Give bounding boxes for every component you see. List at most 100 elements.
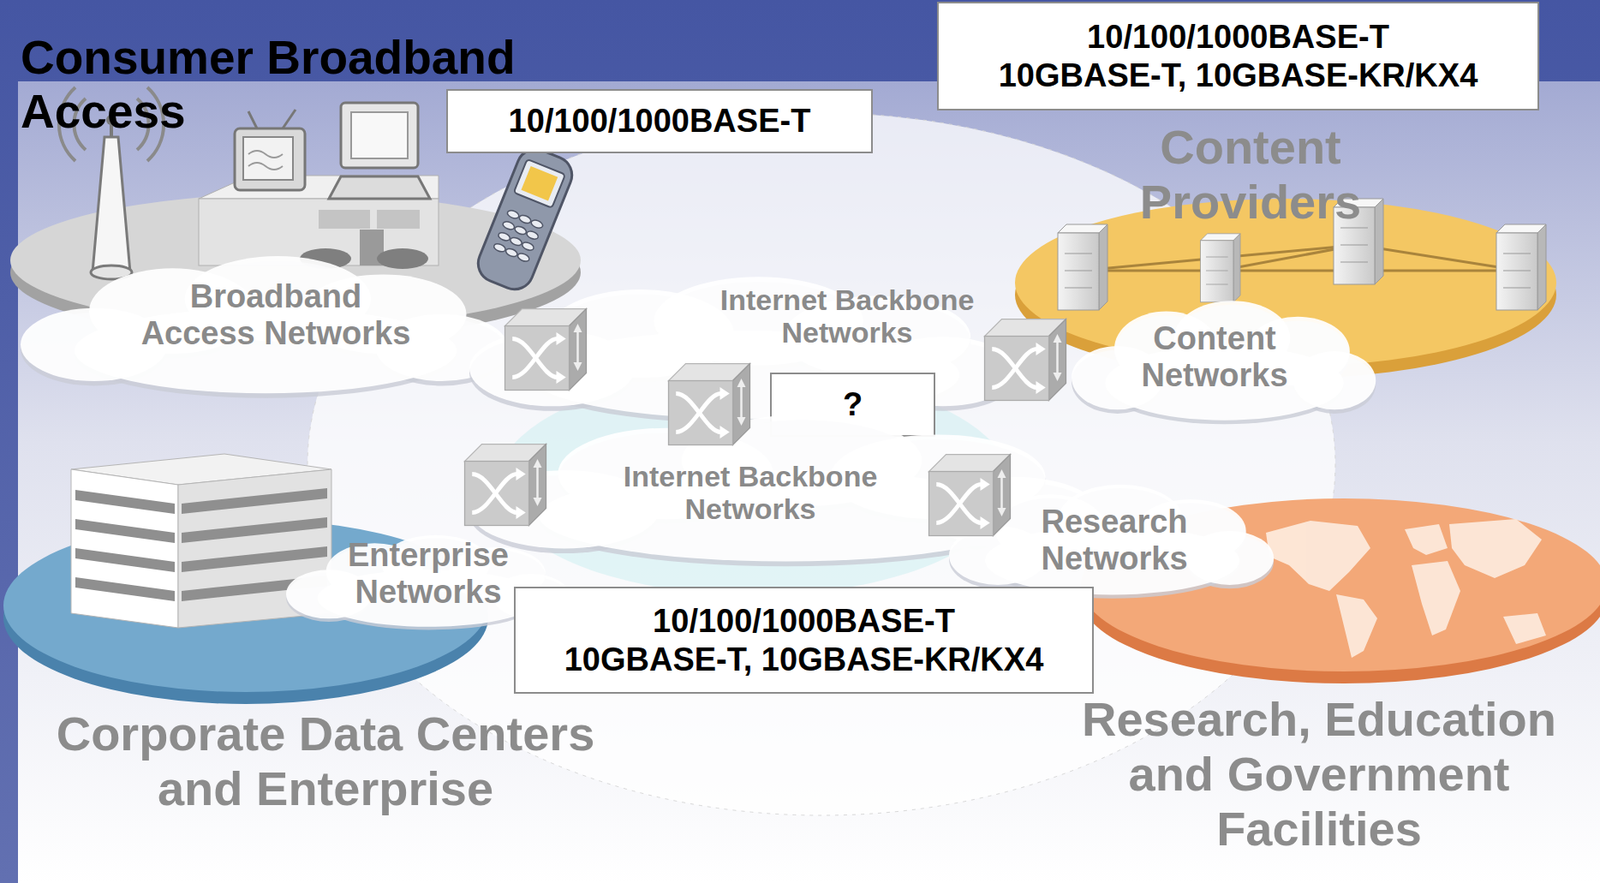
server-towers <box>1496 224 1547 311</box>
server-towers <box>1374 198 1384 285</box>
tv-icon <box>282 109 296 129</box>
network-label: Enterprise Networks <box>334 537 523 610</box>
spec-label: 10/100/1000BASE-T <box>1086 17 1390 57</box>
spec-callout-box: 10/100/1000BASE-T <box>446 89 873 154</box>
cloud-text-group: Internet Backbone Networks <box>617 459 884 526</box>
server-towers <box>1233 233 1241 303</box>
cloud-shape <box>20 260 508 398</box>
server-towers <box>1503 270 1531 272</box>
server-towers <box>1205 284 1229 286</box>
network-label: Internet Backbone Networks <box>617 459 884 526</box>
network-cloud: Internet Backbone Networks <box>469 270 1021 429</box>
office-building <box>75 488 328 602</box>
home-building <box>376 248 429 269</box>
server-towers <box>1503 287 1531 289</box>
tv-icon <box>234 109 305 191</box>
home-building <box>376 209 420 229</box>
world-map <box>1449 519 1542 579</box>
mobile-phone <box>520 240 535 252</box>
region-label: Corporate Data Centers and Enterprise <box>34 706 617 817</box>
tv-icon <box>234 128 305 191</box>
region-label: Research, Education and Government Facil… <box>1062 692 1577 856</box>
switch-icon <box>668 364 751 446</box>
region-title: Corporate Data Centers and Enterprise <box>34 706 617 817</box>
spec-label: ? <box>842 385 863 424</box>
cloud-shape <box>949 484 1274 596</box>
mobile-phone <box>501 220 516 232</box>
home-building <box>318 209 371 229</box>
tv-icon <box>248 111 257 129</box>
mobile-phone <box>506 208 520 221</box>
office-building <box>75 489 175 514</box>
server-towers <box>1057 232 1099 311</box>
world-map <box>1265 519 1547 658</box>
server-towers <box>1064 253 1093 255</box>
server-towers <box>1205 256 1229 258</box>
cloud-text-group: Internet Backbone Networks <box>714 283 980 349</box>
spec-label: 10GBASE-T, 10GBASE-KR/KX4 <box>998 56 1479 96</box>
network-cloud: Research Networks <box>949 479 1276 603</box>
server-towers <box>1200 240 1234 303</box>
office-building <box>181 546 328 573</box>
mobile-phone <box>472 143 579 296</box>
office-building <box>75 548 175 573</box>
spec-callout-box: 10/100/1000BASE-T10GBASE-T, 10GBASE-KR/K… <box>937 1 1540 111</box>
office-building <box>71 469 179 628</box>
world-map <box>1265 520 1371 592</box>
cloud-shape <box>1071 300 1376 421</box>
mobile-phone <box>472 143 579 296</box>
server-towers <box>1340 262 1368 263</box>
network-label: Broadband Access Networks <box>134 278 418 352</box>
tv-icon <box>248 162 283 170</box>
region-label: Content Providers <box>1096 119 1405 230</box>
switch-icon <box>465 444 547 526</box>
antenna <box>92 137 131 273</box>
mobile-phone <box>509 236 524 248</box>
server-towers <box>1064 270 1093 272</box>
world-map <box>1404 524 1448 556</box>
server-towers <box>1064 287 1093 289</box>
cloud-text-group: Research Networks <box>1028 503 1200 577</box>
network-label: Content Networks <box>1128 320 1301 394</box>
mobile-phone <box>504 247 519 259</box>
spec-label: 10/100/1000BASE-T <box>508 101 812 141</box>
mobile-phone <box>513 225 528 237</box>
spec-label: 10/100/1000BASE-T <box>652 602 956 641</box>
office-building <box>75 519 175 544</box>
tv-icon <box>248 150 283 158</box>
switch-icon <box>929 454 1011 537</box>
region-title: Research, Education and Government Facil… <box>1062 692 1577 856</box>
switch-icon <box>985 319 1067 401</box>
mobile-phone <box>492 242 507 254</box>
network-cloud: Content Networks <box>1071 295 1378 429</box>
tv-icon <box>243 137 293 180</box>
mobile-phone <box>497 231 512 243</box>
mobile-phone <box>518 214 532 226</box>
mobile-phone <box>516 251 531 263</box>
region-title: Content Providers <box>1096 119 1405 230</box>
cloud-shape <box>949 488 1274 599</box>
mobile-phone <box>492 208 544 263</box>
network-label: Research Networks <box>1028 503 1200 577</box>
mobile-phone <box>525 229 540 241</box>
server-towers <box>1496 232 1538 311</box>
spec-label: 10GBASE-T, 10GBASE-KR/KX4 <box>564 640 1045 680</box>
mobile-phone <box>530 218 544 230</box>
cloud-text-group: Content Networks <box>1128 320 1301 394</box>
server-towers <box>1098 224 1108 311</box>
switch-icon <box>505 309 587 391</box>
server-links <box>1081 244 1521 271</box>
server-links <box>1081 244 1521 271</box>
spec-callout-box: 10/100/1000BASE-T10GBASE-T, 10GBASE-KR/K… <box>513 586 1094 694</box>
cloud-shape <box>20 256 508 394</box>
computer-icon <box>340 102 418 168</box>
panel <box>17 81 1600 883</box>
server-towers <box>1537 224 1547 311</box>
world-map <box>1411 561 1461 636</box>
network-cloud: Broadband Access Networks <box>20 250 511 403</box>
computer-icon <box>328 176 430 199</box>
server-towers <box>1057 224 1108 311</box>
server-towers <box>1200 233 1241 303</box>
